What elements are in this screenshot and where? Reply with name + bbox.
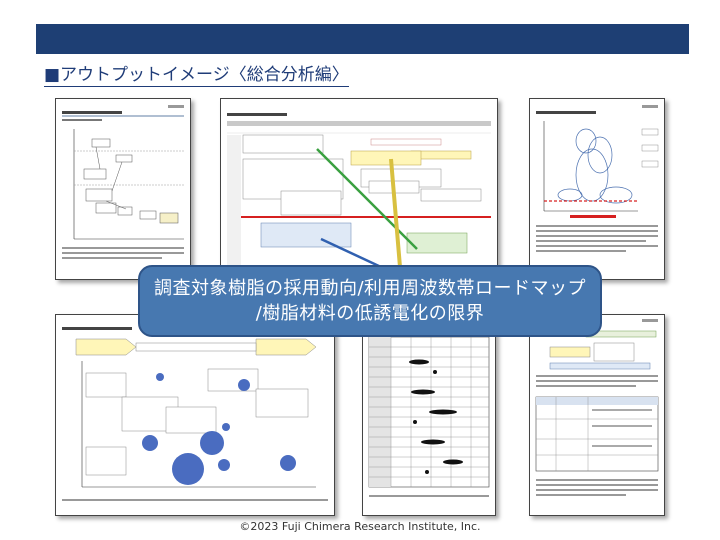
thumbnail-page-6 <box>529 314 665 516</box>
header-bar <box>36 24 689 54</box>
summary-banner: 調査対象樹脂の採用動向/利用周波数帯ロードマップ /樹脂材料の低誘電化の限界 <box>138 265 602 337</box>
thumbnail-page-5 <box>362 314 496 516</box>
thumbnail-page-3 <box>529 98 665 280</box>
thumbnail-page-4 <box>55 314 335 516</box>
banner-line-2: /樹脂材料の低誘電化の限界 <box>255 303 485 324</box>
section-title: ■アウトプットイメージ〈総合分析編〉 <box>44 60 349 87</box>
copyright-text: ©2023 Fuji Chimera Research Institute, I… <box>239 520 481 533</box>
thumbnail-page-1 <box>55 98 191 280</box>
thumbnail-page-2 <box>220 98 498 280</box>
banner-line-1: 調査対象樹脂の採用動向/利用周波数帯ロードマップ <box>153 278 587 299</box>
